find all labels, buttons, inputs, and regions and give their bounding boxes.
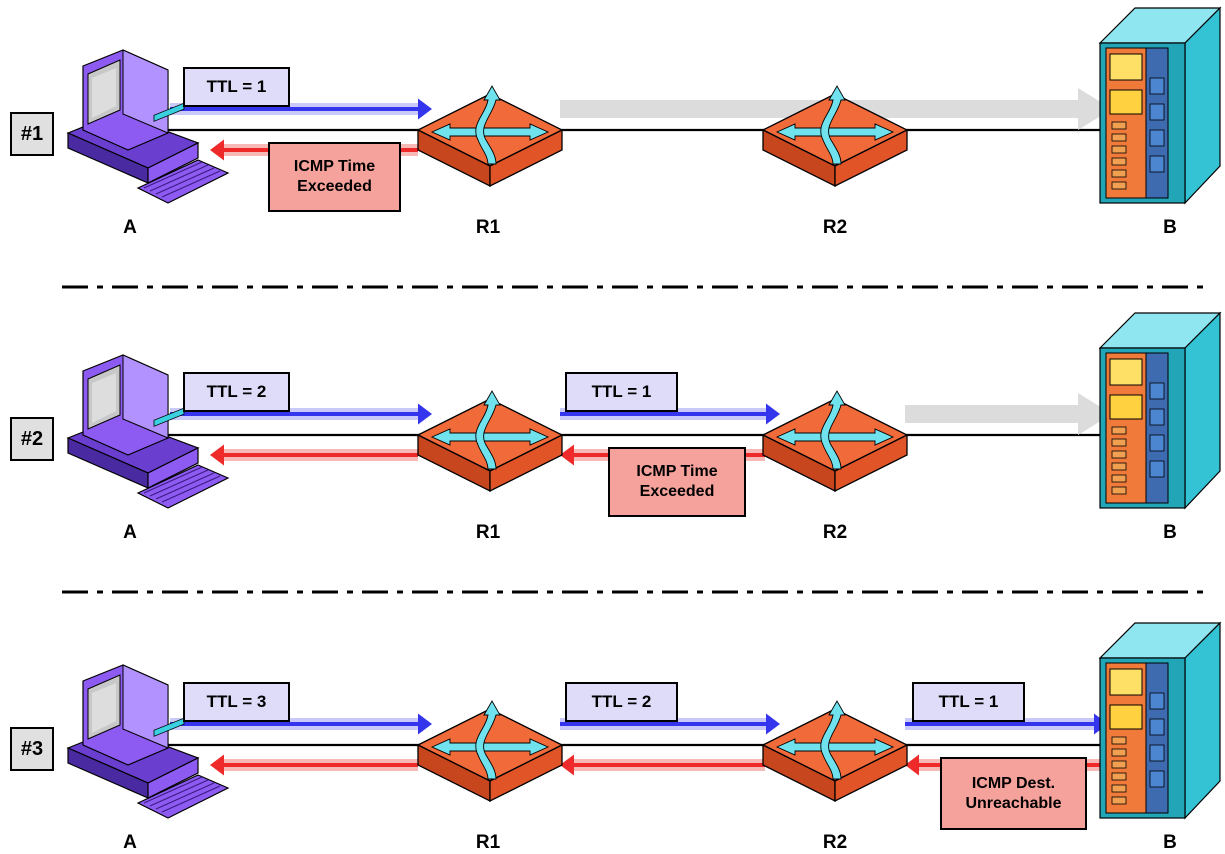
icmp-reply-label: ICMP Time Exceeded xyxy=(268,142,401,212)
node-label-b: B xyxy=(1163,522,1177,543)
server-tower-icon xyxy=(1098,6,1222,205)
step-number-badge: #2 xyxy=(10,417,54,461)
icmp-reply-label: ICMP Dest. Unreachable xyxy=(940,757,1087,830)
step-3-group xyxy=(66,621,1222,820)
node-label-r2: R2 xyxy=(822,217,848,238)
step-1-group xyxy=(66,6,1222,205)
step-number-badge: #3 xyxy=(10,727,54,771)
node-label-b: B xyxy=(1163,832,1177,853)
step-number-badge: #1 xyxy=(10,112,54,156)
probe-arrow xyxy=(170,98,432,120)
reply-arrow xyxy=(560,754,765,776)
probe-arrow xyxy=(170,713,432,735)
ttl-packet-label: TTL = 1 xyxy=(912,682,1025,722)
node-label-r2: R2 xyxy=(822,522,848,543)
step-2-group xyxy=(66,311,1222,510)
desktop-computer-icon xyxy=(66,664,230,819)
node-label-r1: R1 xyxy=(475,832,501,853)
node-label-a: A xyxy=(123,522,137,543)
probe-arrow xyxy=(170,403,432,425)
router-icon xyxy=(761,390,909,493)
router-icon xyxy=(416,85,564,188)
probe-arrow xyxy=(560,403,780,425)
ttl-packet-label: TTL = 2 xyxy=(565,682,678,722)
desktop-computer-icon xyxy=(66,354,230,509)
probe-arrow xyxy=(560,713,780,735)
node-label-b: B xyxy=(1163,217,1177,238)
node-label-r2: R2 xyxy=(822,832,848,853)
desktop-computer-icon xyxy=(66,49,230,204)
router-icon xyxy=(761,700,909,803)
server-tower-icon xyxy=(1098,311,1222,510)
reply-arrow xyxy=(210,444,418,466)
router-icon xyxy=(761,85,909,188)
ttl-packet-label: TTL = 2 xyxy=(183,372,290,412)
ttl-packet-label: TTL = 3 xyxy=(183,682,290,722)
router-icon xyxy=(416,390,564,493)
server-tower-icon xyxy=(1098,621,1222,820)
icmp-reply-label: ICMP Time Exceeded xyxy=(608,447,746,517)
node-label-a: A xyxy=(123,832,137,853)
router-icon xyxy=(416,700,564,803)
node-label-a: A xyxy=(123,217,137,238)
pending-arrow xyxy=(905,393,1112,435)
node-label-r1: R1 xyxy=(475,217,501,238)
ttl-packet-label: TTL = 1 xyxy=(565,372,678,412)
reply-arrow xyxy=(210,754,418,776)
ttl-packet-label: TTL = 1 xyxy=(183,67,290,107)
node-label-r1: R1 xyxy=(475,522,501,543)
